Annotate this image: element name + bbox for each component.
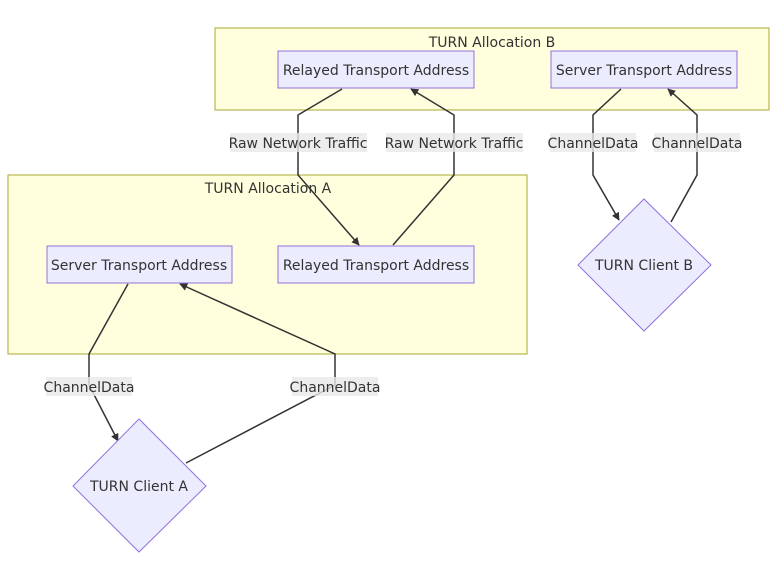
node-a-relayed-address-label: Relayed Transport Address: [283, 258, 469, 274]
node-client-b[interactable]: TURN Client B: [577, 198, 712, 332]
edge-label-bg: [386, 133, 523, 152]
edge-label-text: ChannelData: [548, 136, 639, 152]
node-b-relayed-address-box[interactable]: [277, 50, 475, 89]
edge-label-text: ChannelData: [652, 136, 743, 152]
edge-label-bg: [46, 377, 132, 396]
node-client-b-diamond[interactable]: [577, 198, 712, 332]
node-b-server-address-box[interactable]: [550, 50, 738, 89]
edge-label-text: Raw Network Traffic: [229, 136, 368, 152]
edge-label-a-channel-up: ChannelData: [290, 377, 381, 396]
edge-label-text: ChannelData: [44, 380, 135, 396]
cluster-allocation-a-label: TURN Allocation A: [204, 181, 332, 197]
edge-labels: Raw Network Traffic Raw Network Traffic …: [44, 133, 743, 396]
node-b-server-address[interactable]: Server Transport Address: [550, 50, 738, 89]
node-client-a-label: TURN Client A: [89, 479, 188, 495]
edge-label-bg: [654, 133, 740, 152]
node-a-relayed-address[interactable]: Relayed Transport Address: [277, 245, 475, 284]
edge-label-b-channel-down: ChannelData: [548, 133, 639, 152]
node-a-relayed-address-box[interactable]: [277, 245, 475, 284]
node-a-server-address-box[interactable]: [46, 245, 233, 284]
edge-label-bg: [292, 377, 378, 396]
node-a-server-address[interactable]: Server Transport Address: [46, 245, 233, 284]
node-b-relayed-address[interactable]: Relayed Transport Address: [277, 50, 475, 89]
edge-channel-a-client-to-server: [179, 283, 336, 464]
node-client-a[interactable]: TURN Client A: [72, 418, 207, 553]
edge-label-text: Raw Network Traffic: [385, 136, 524, 152]
cluster-allocation-b-label: TURN Allocation B: [428, 35, 556, 51]
edge-label-raw-traffic-2: Raw Network Traffic: [385, 133, 524, 152]
edge-label-b-channel-up: ChannelData: [652, 133, 743, 152]
node-b-server-address-label: Server Transport Address: [556, 63, 732, 79]
edge-label-raw-traffic-1: Raw Network Traffic: [229, 133, 368, 152]
node-client-a-diamond[interactable]: [72, 418, 207, 553]
edge-label-text: ChannelData: [290, 380, 381, 396]
edge-label-bg: [550, 133, 636, 152]
edge-label-a-channel-down: ChannelData: [44, 377, 135, 396]
node-b-relayed-address-label: Relayed Transport Address: [283, 63, 469, 79]
node-a-server-address-label: Server Transport Address: [51, 258, 227, 274]
edge-label-bg: [230, 133, 367, 152]
node-client-b-label: TURN Client B: [594, 258, 693, 274]
edge-channel-a-server-to-client: [88, 283, 129, 442]
